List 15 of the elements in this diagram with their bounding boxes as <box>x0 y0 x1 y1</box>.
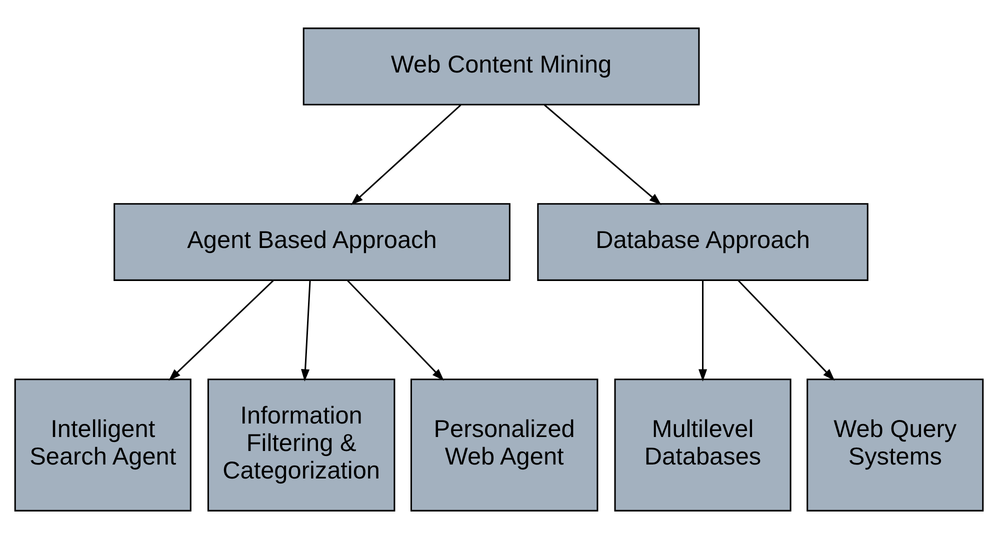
node-box: Web Content Mining <box>302 28 700 106</box>
arrow <box>168 280 274 381</box>
node-box: Personalized Web Agent <box>410 378 598 512</box>
arrow <box>544 104 661 206</box>
arrow <box>346 280 444 381</box>
node-box: Information Filtering & Categorization <box>206 378 395 512</box>
arrow <box>698 280 707 382</box>
arrow <box>350 104 461 206</box>
node-box: Web Query Systems <box>806 378 984 512</box>
arrow <box>737 280 834 381</box>
node-box: Intelligent Search Agent <box>14 378 191 512</box>
node-box: Database Approach <box>536 203 868 281</box>
arrow <box>300 280 310 382</box>
node-box: Multilevel Databases <box>614 378 791 512</box>
node-box: Agent Based Approach <box>113 203 510 281</box>
